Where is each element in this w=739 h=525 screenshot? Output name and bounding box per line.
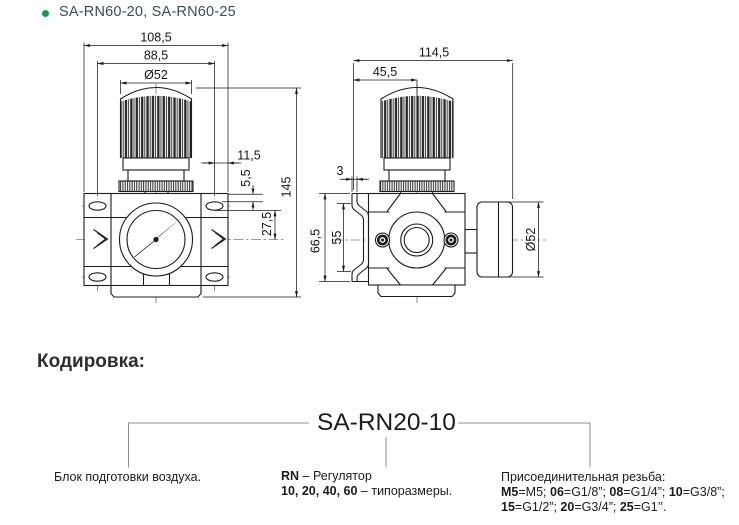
front-view: 108,5 88,5 Ø52 11,5 5,5 27,5 145 (76, 31, 301, 303)
adjust-knob (120, 95, 192, 158)
dim-front-slot-spacing: 88,5 (144, 49, 168, 63)
port-thread (400, 223, 434, 257)
flow-arrow-icon (93, 229, 109, 249)
outlet-port (464, 228, 478, 254)
gauge-side (476, 201, 514, 278)
code-branch-lines (128, 422, 591, 468)
dim-side-gauge-diameter: Ø52 (524, 228, 538, 252)
dim-front-port-axis: 27,5 (260, 212, 274, 236)
dim-side-bracket-height: 66,5 (309, 229, 323, 253)
mount-slot (88, 201, 107, 211)
mount-slot (205, 272, 224, 282)
dim-front-slot-inset: 5,5 (239, 169, 253, 186)
legend-thread: Присоединительная резьба: M5=M5; 06=G1/8… (501, 470, 725, 515)
code-example: SA-RN20-10 (317, 409, 456, 436)
legend-regulator: RN – Регулятор 10, 20, 40, 60 – типоразм… (281, 469, 453, 499)
dim-front-knob-diameter: Ø52 (144, 68, 168, 82)
base-block (110, 284, 202, 298)
dim-side-bracket-span: 55 (330, 231, 344, 245)
mount-slot (88, 272, 107, 282)
list-bullet-icon (42, 10, 49, 17)
dim-side-bracket-thickness: 3 (337, 164, 344, 178)
lock-ring (118, 180, 194, 193)
mount-slot (205, 201, 224, 211)
legend-block-label: Блок подготовки воздуха. (54, 470, 202, 484)
gauge-needle (152, 216, 184, 242)
dim-front-edge-offset: 11,5 (237, 149, 260, 163)
flow-arrow-icon (211, 229, 227, 249)
knob-collar (122, 157, 190, 171)
dim-side-knob-axis: 45,5 (373, 65, 397, 79)
side-view: 114,5 45,5 3 55 66,5 Ø52 (309, 46, 546, 303)
coding-heading: Кодировка: (37, 351, 145, 372)
dim-front-total-width: 108,5 (140, 31, 171, 45)
knob-neck (127, 169, 185, 182)
port-boss (388, 211, 446, 269)
dim-side-total-width: 114,5 (419, 46, 449, 60)
mounting-bracket (351, 193, 365, 282)
dim-front-total-height: 145 (280, 177, 294, 198)
page-title: SA-RN60-20, SA-RN60-25 (59, 4, 236, 20)
adjust-knob-side (381, 95, 453, 158)
base-block-side (377, 284, 456, 298)
